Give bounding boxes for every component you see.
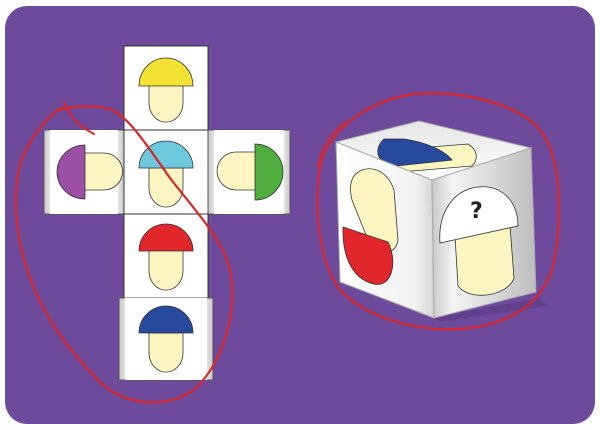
folded-cube: ? <box>336 121 548 322</box>
mushroom-stem <box>149 84 183 122</box>
net-face-left[interactable] <box>44 130 124 214</box>
net-face-top[interactable] <box>124 46 208 130</box>
net-face-red[interactable] <box>124 214 208 298</box>
mushroom-stem <box>217 152 256 190</box>
net-face-bottom[interactable] <box>119 298 213 380</box>
question-mark: ? <box>470 199 483 224</box>
mushroom-stem <box>84 153 123 190</box>
mushroom-stem <box>149 333 183 372</box>
mushroom-stem <box>149 250 183 290</box>
net-face-right[interactable] <box>208 130 290 214</box>
